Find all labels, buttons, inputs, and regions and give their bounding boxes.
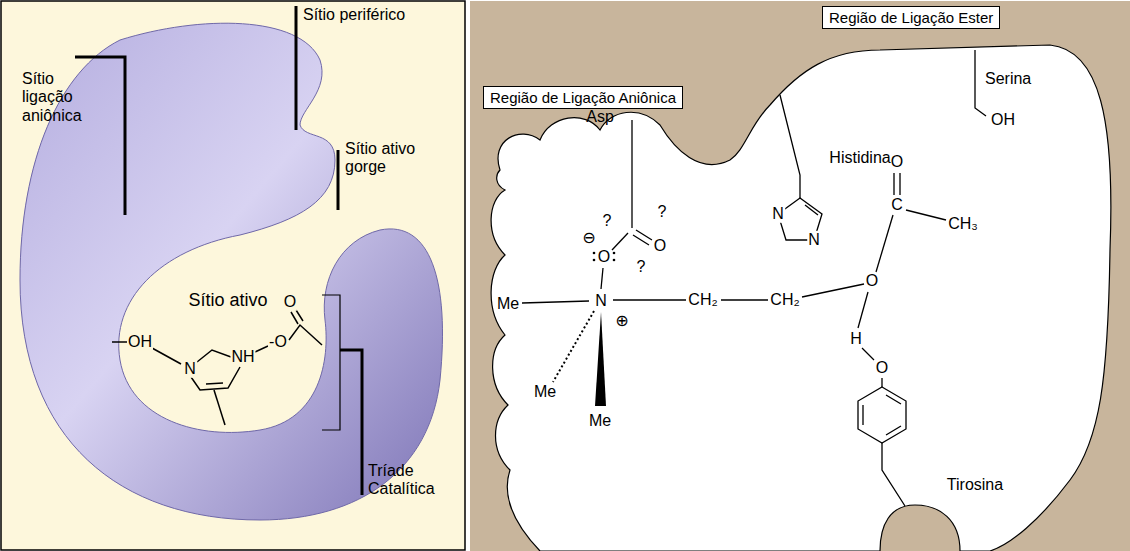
- diagram-label: O: [890, 153, 904, 171]
- diagram-label: Sítio periférico: [303, 6, 405, 24]
- diagram-label: O: [865, 272, 879, 290]
- diagram-label: O: [597, 248, 611, 266]
- diagram-label: C: [890, 196, 904, 214]
- diagram-label: Sítio ativo gorge: [345, 140, 435, 177]
- diagram-label: NH: [230, 348, 255, 366]
- diagram-label: N: [183, 360, 197, 378]
- region-box: Região de Ligação Aniônica: [483, 86, 683, 109]
- diagram-label: O: [283, 293, 297, 311]
- diagram-label: CH₂: [769, 291, 800, 309]
- diagram-label: Histidina: [828, 149, 891, 167]
- diagram-label: ?: [602, 212, 613, 230]
- diagram-label: CH₃: [947, 215, 979, 233]
- diagram-label: O: [653, 237, 667, 255]
- enzyme-shape: [20, 23, 443, 520]
- diagram-label: Tríade Catalítica: [368, 462, 448, 499]
- region-title: Região de Ligação Ester: [829, 9, 993, 26]
- diagram-label: ⊕: [614, 312, 629, 330]
- wedge-bond: [595, 312, 606, 406]
- diagram-label: N: [594, 292, 608, 310]
- triad-structure: [112, 310, 322, 425]
- diagram-label: H: [849, 330, 863, 348]
- diagram-label: Me: [533, 383, 557, 401]
- diagram-label: ?: [636, 258, 647, 276]
- diagram-label: Sítio ativo: [187, 290, 268, 311]
- diagram-label: ?: [657, 203, 668, 221]
- diagram-label: -O: [268, 333, 288, 351]
- diagram-label: Sítio ligação aniônica: [22, 70, 102, 125]
- diagram-label: Me: [496, 295, 520, 313]
- region-title: Região de Ligação Aniônica: [490, 89, 676, 106]
- diagram-label: Me: [588, 412, 612, 430]
- acetylcholine-structure: [522, 50, 986, 506]
- diagram-label: Serina: [985, 70, 1031, 88]
- diagram-label: OH: [990, 111, 1016, 129]
- diagram-label: N: [771, 205, 785, 223]
- diagram-label: OH: [127, 333, 153, 351]
- right-panel: [470, 1, 1130, 551]
- left-panel: [1, 1, 465, 550]
- diagram-label: Asp: [585, 108, 615, 126]
- diagram-label: N: [807, 231, 821, 249]
- triad-bracket: [322, 295, 362, 495]
- diagram-label: ⊖: [581, 229, 596, 247]
- diagram-label: Tirosina: [946, 476, 1004, 494]
- region-box: Região de Ligação Ester: [822, 6, 1000, 29]
- diagram-label: O: [875, 359, 889, 377]
- diagram-label: CH₂: [687, 291, 718, 309]
- site-markers: [75, 6, 338, 215]
- binding-pocket: [491, 45, 1111, 551]
